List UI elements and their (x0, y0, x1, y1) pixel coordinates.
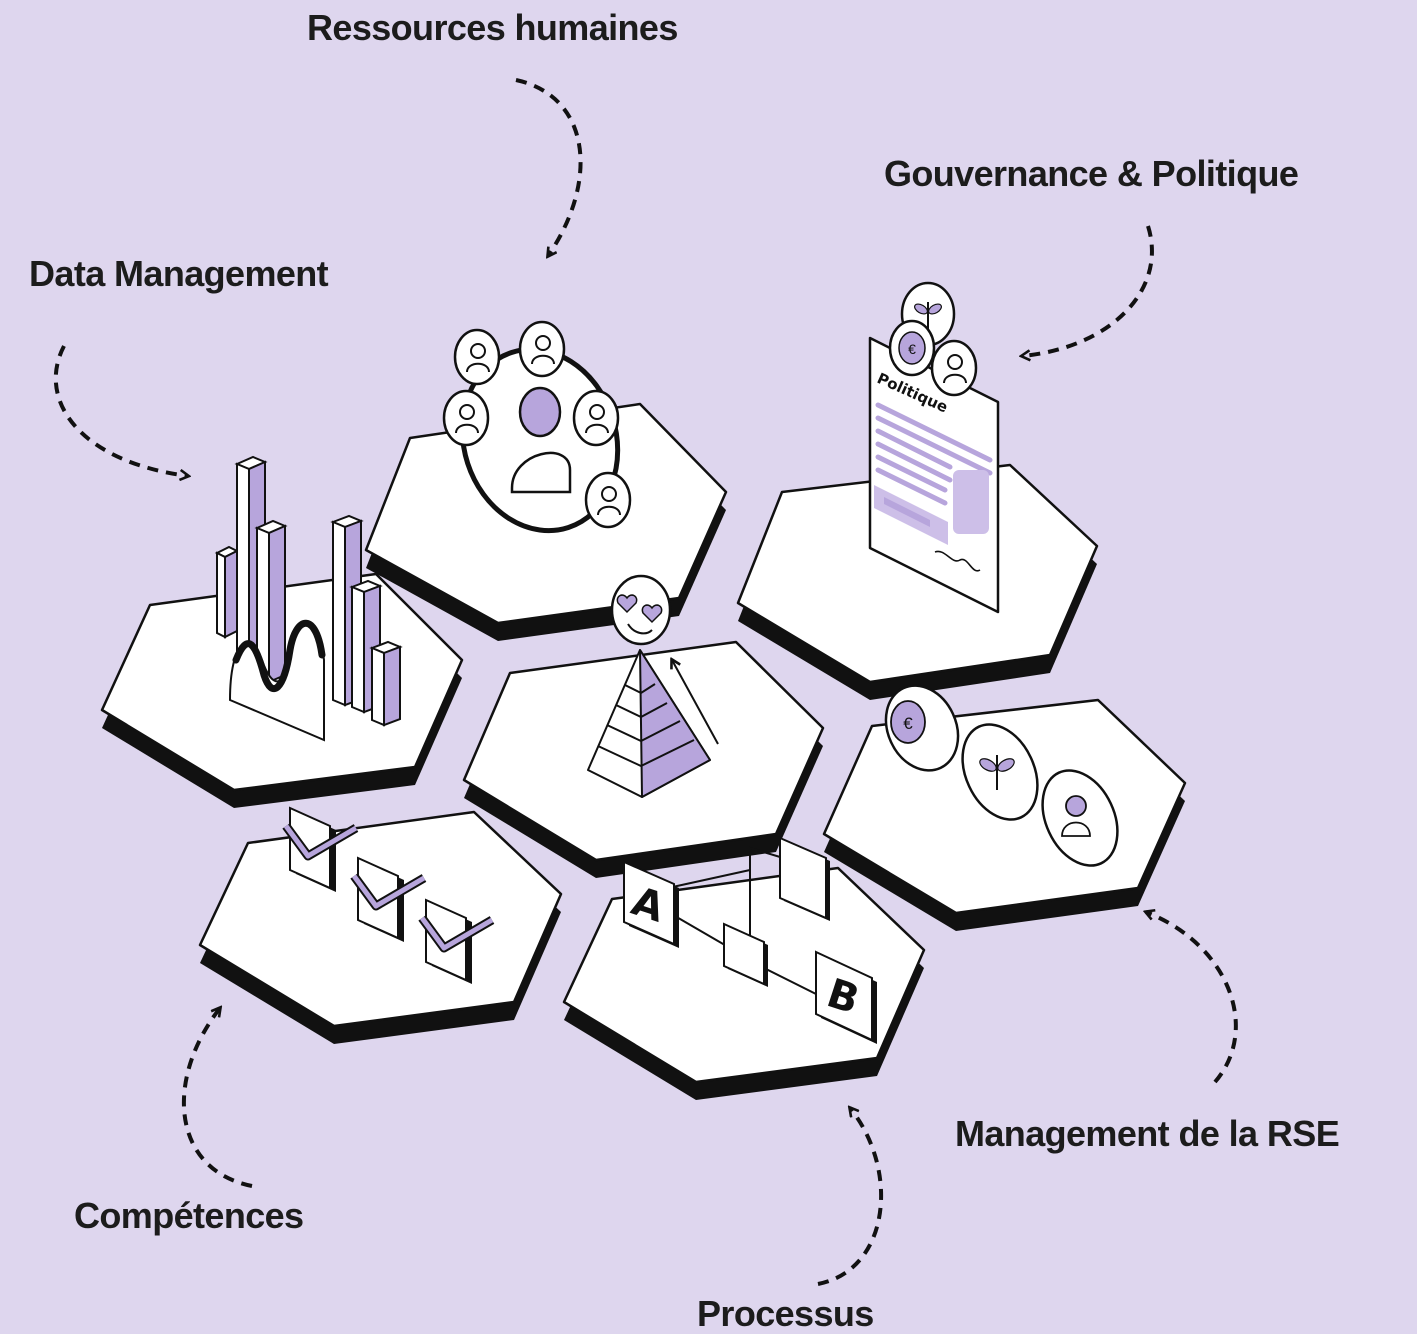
arrow-gouvernance (1022, 225, 1154, 356)
label-data-management: Data Management (29, 253, 329, 294)
arrow-management-rse (1146, 912, 1238, 1084)
arrow-data-management (53, 345, 188, 476)
member-icon (442, 389, 490, 447)
tile-gouvernance (736, 463, 1099, 700)
plant-token-icon (961, 723, 1039, 821)
svg-text:€: € (903, 714, 913, 733)
central-person-icon (510, 386, 572, 494)
checklist-icon (282, 806, 495, 984)
chart-bar (330, 514, 364, 707)
member-icon (453, 328, 501, 386)
process-node (779, 836, 830, 921)
callout-arrows (53, 78, 1238, 1286)
heart-eyes-smiley-icon (610, 574, 672, 646)
euro-badge-icon: € (888, 319, 936, 377)
arrow-processus (817, 1108, 884, 1286)
member-icon (572, 389, 620, 447)
label-competences: Compétences (74, 1195, 304, 1236)
person-badge-icon (930, 339, 978, 397)
label-ressources-humaines: Ressources humaines (307, 7, 678, 48)
chart-bar (214, 545, 240, 639)
chart-bar (254, 519, 288, 684)
label-processus: Processus (697, 1293, 874, 1334)
rse-tokens: € (884, 684, 1119, 867)
document-text-lines (875, 402, 993, 506)
signature (934, 550, 981, 572)
checkbox-icon (350, 856, 427, 942)
euro-token-icon: € (884, 684, 960, 772)
person-token-icon (1041, 769, 1119, 867)
bar-chart-icon (214, 455, 403, 742)
member-icon (584, 471, 632, 529)
process-flow-icon: A B (623, 836, 877, 1044)
label-management-rse: Management de la RSE (955, 1113, 1340, 1154)
svg-text:€: € (908, 341, 916, 357)
process-node (723, 922, 768, 987)
checkbox-icon (282, 806, 359, 892)
process-node-a: A (623, 860, 679, 948)
chart-bar (369, 640, 403, 727)
process-node-b: B (815, 950, 877, 1044)
label-gouvernance-politique: Gouvernance & Politique (884, 153, 1299, 194)
policy-document-icon: Politique € (868, 281, 1000, 614)
people-network-icon (442, 320, 632, 534)
arrow-competences (181, 1008, 253, 1188)
member-icon (518, 320, 566, 378)
arrow-ressources-humaines (515, 78, 583, 256)
checkbox-icon (418, 898, 495, 984)
pyramid-icon (587, 574, 719, 798)
